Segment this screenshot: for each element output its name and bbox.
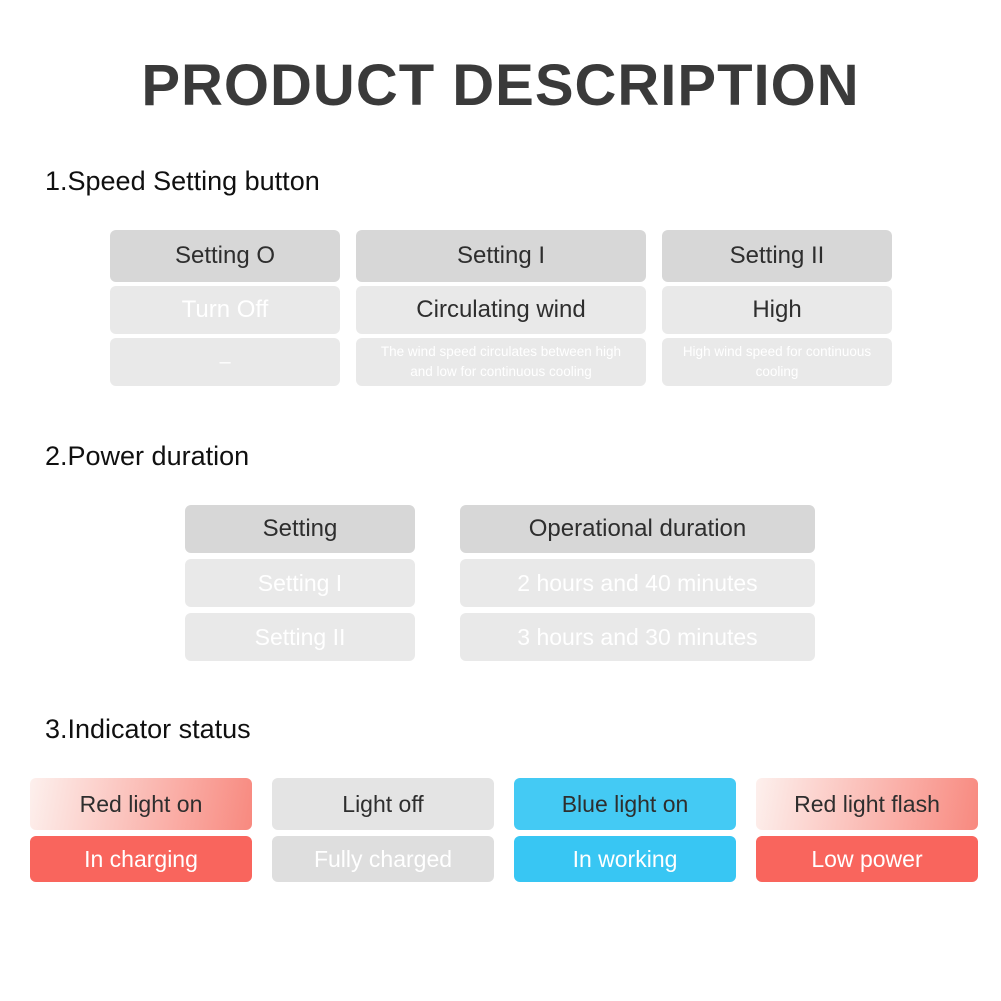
power-header-cell: Setting [185,505,415,553]
indicator-body-cell: In charging [30,836,252,882]
speed-column-setting-o: Setting O Turn Off – [110,230,340,386]
speed-header-cell: Setting O [110,230,340,282]
power-column-setting: Setting Setting I Setting II [185,505,415,661]
page-title: PRODUCT DESCRIPTION [141,53,860,118]
indicator-header-cell: Light off [272,778,494,830]
indicator-card-red-light-on: Red light on In charging [30,778,252,882]
speed-sub-cell: High wind speed for continuous cooling [662,338,892,386]
indicator-card-light-off: Light off Fully charged [272,778,494,882]
indicator-section-heading: 3.Indicator status [45,714,251,744]
speed-column-setting-ii: Setting II High High wind speed for cont… [662,230,892,386]
indicator-header-cell: Blue light on [514,778,736,830]
power-duration-table: Setting Setting I Setting II Operational… [185,505,815,661]
indicator-status-table: Red light on In charging Light off Fully… [30,778,978,882]
speed-header-cell: Setting II [662,230,892,282]
speed-section-heading: 1.Speed Setting button [45,166,320,196]
indicator-body-cell: Fully charged [272,836,494,882]
speed-header-cell: Setting I [356,230,646,282]
power-column-duration: Operational duration 2 hours and 40 minu… [460,505,815,661]
power-header-cell: Operational duration [460,505,815,553]
speed-main-cell: High [662,286,892,334]
speed-column-setting-i: Setting I Circulating wind The wind spee… [356,230,646,386]
indicator-header-cell: Red light flash [756,778,978,830]
speed-sub-cell: The wind speed circulates between high a… [356,338,646,386]
speed-setting-table: Setting O Turn Off – Setting I Circulati… [110,230,892,386]
power-row-cell: Setting II [185,613,415,661]
indicator-body-cell: In working [514,836,736,882]
power-row-cell: Setting I [185,559,415,607]
speed-main-cell: Turn Off [110,286,340,334]
speed-main-cell: Circulating wind [356,286,646,334]
speed-sub-cell: – [110,338,340,386]
indicator-header-cell: Red light on [30,778,252,830]
indicator-card-blue-light-on: Blue light on In working [514,778,736,882]
indicator-card-red-light-flash: Red light flash Low power [756,778,978,882]
indicator-body-cell: Low power [756,836,978,882]
power-row-cell: 3 hours and 30 minutes [460,613,815,661]
power-row-cell: 2 hours and 40 minutes [460,559,815,607]
power-section-heading: 2.Power duration [45,441,250,471]
